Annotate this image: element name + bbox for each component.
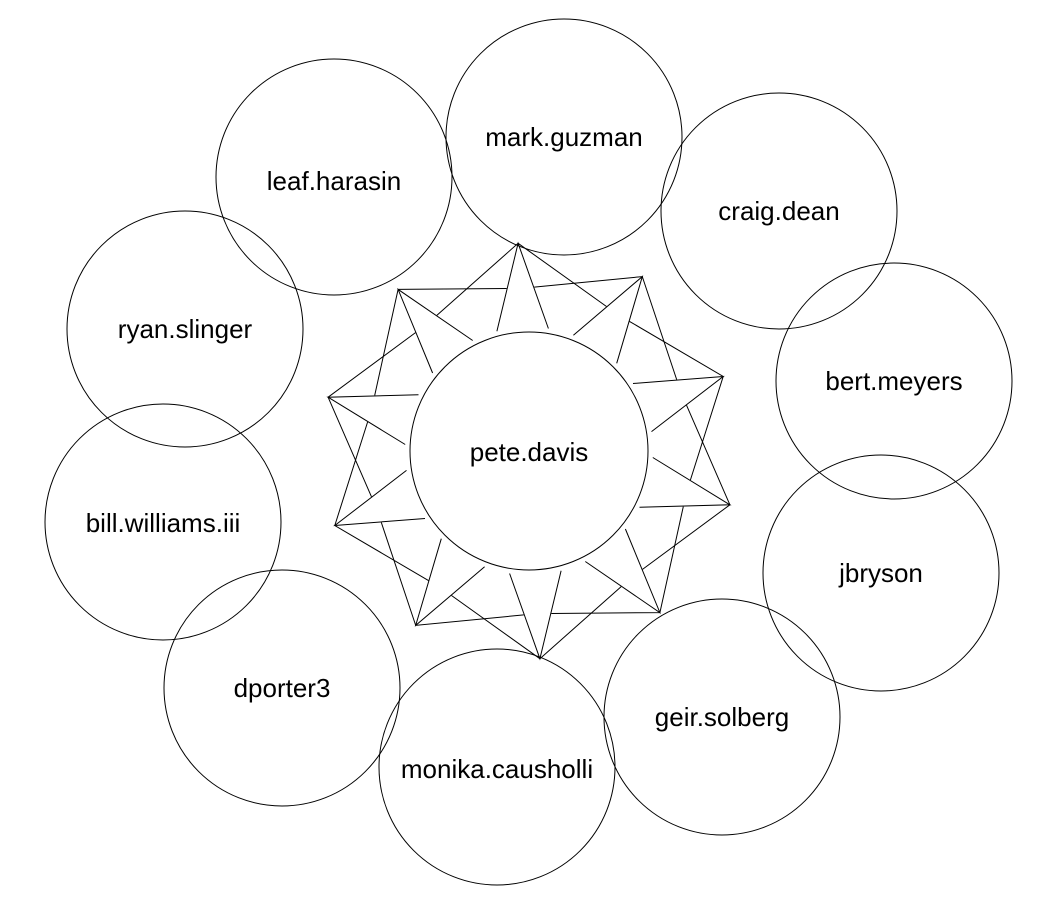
node-label: jbryson	[838, 558, 923, 588]
center-node[interactable]: pete.davis	[409, 331, 649, 571]
spike-edge	[551, 506, 684, 614]
node-circle	[378, 648, 616, 886]
outer-node-mark-guzman[interactable]: mark.guzman	[445, 18, 683, 256]
spike-edge	[451, 586, 622, 660]
spike-line	[414, 538, 485, 627]
spike-edge	[534, 276, 678, 380]
spike-line	[509, 570, 562, 661]
spike-edge	[334, 421, 429, 582]
outer-node-craig-dean[interactable]: craig.dean	[660, 92, 898, 330]
outer-node-ryan-slinger[interactable]: ryan.slinger	[66, 210, 304, 448]
outer-node-bert-meyers[interactable]: bert.meyers	[775, 262, 1013, 500]
spike-line	[496, 241, 549, 332]
spike-edge	[642, 405, 731, 570]
node-label: bert.meyers	[825, 366, 962, 396]
spike-edge	[374, 288, 507, 396]
spike-line	[333, 470, 426, 527]
spike-edge	[629, 320, 724, 481]
outer-node-geir-solberg[interactable]: geir.solberg	[603, 598, 841, 836]
node-circle	[762, 454, 1000, 692]
node-label: monika.causholli	[401, 754, 593, 784]
center-node-label: pete.davis	[470, 437, 589, 467]
spike-line	[632, 375, 725, 432]
spike-line	[639, 457, 732, 508]
spike-line	[326, 394, 419, 445]
node-label: bill.williams.iii	[86, 508, 241, 538]
center-spikes	[326, 241, 732, 661]
node-label: dporter3	[234, 673, 331, 703]
node-circle	[775, 262, 1013, 500]
outer-node-dporter3[interactable]: dporter3	[163, 569, 401, 807]
node-label: craig.dean	[718, 196, 839, 226]
node-circle	[66, 210, 304, 448]
outer-node-jbryson[interactable]: jbryson	[762, 454, 1000, 692]
node-circle	[660, 92, 898, 330]
center-node-circle	[409, 331, 649, 571]
node-label: ryan.slinger	[118, 314, 253, 344]
node-label: geir.solberg	[655, 702, 789, 732]
spike-line	[585, 528, 662, 614]
spike-edge	[327, 332, 416, 497]
spike-edge	[436, 242, 607, 316]
node-label: mark.guzman	[485, 122, 643, 152]
spike-edge	[380, 522, 524, 626]
spike-line	[396, 288, 473, 374]
node-circle	[445, 18, 683, 256]
outer-node-bill-williams-iii[interactable]: bill.williams.iii	[44, 403, 282, 641]
node-circle	[215, 58, 453, 296]
outer-node-leaf-harasin[interactable]: leaf.harasin	[215, 58, 453, 296]
node-label: leaf.harasin	[267, 166, 401, 196]
spike-line	[573, 275, 644, 364]
node-circle	[44, 403, 282, 641]
node-circle	[163, 569, 401, 807]
outer-node-monika-causholli[interactable]: monika.causholli	[378, 648, 616, 886]
